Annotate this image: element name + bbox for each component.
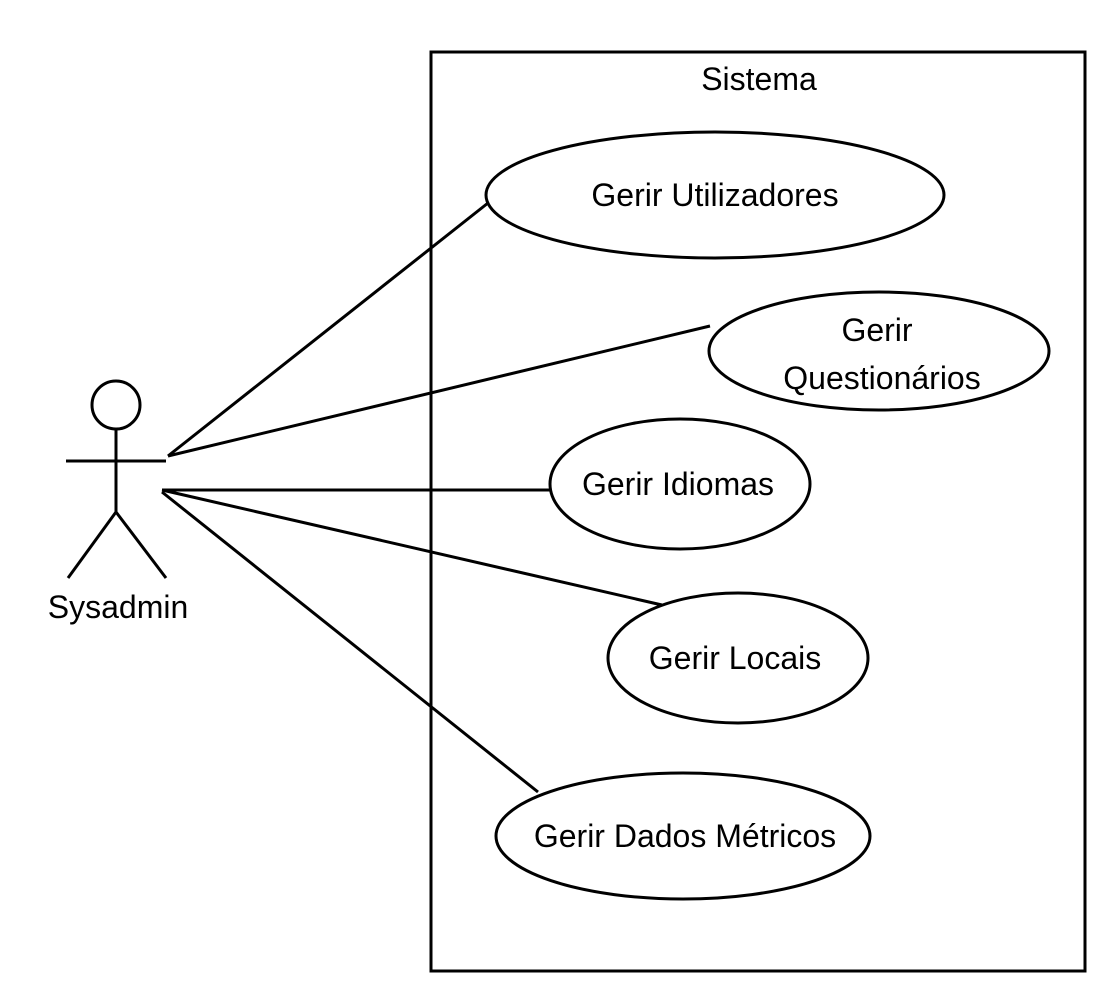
use-case-ellipse <box>484 130 946 260</box>
use-case-gerir-idiomas: Gerir Idiomas <box>548 417 812 551</box>
use-case-gerir-dados-metricos: Gerir Dados Métricos <box>494 771 872 901</box>
use-case-gerir-utilizadores: Gerir Utilizadores <box>484 130 946 260</box>
actor-right-leg <box>114 511 168 579</box>
use-case-ellipse <box>707 290 1051 412</box>
association-gerir-dados-metricos <box>161 490 539 794</box>
actor-head <box>90 379 142 431</box>
association-gerir-utilizadores <box>167 201 489 458</box>
use-case-ellipse <box>494 771 872 901</box>
association-gerir-questionarios <box>167 324 711 458</box>
use-case-gerir-questionarios: Gerir Questionários <box>707 290 1051 412</box>
use-case-label-line-1: Gerir <box>841 312 912 348</box>
association-gerir-locais <box>161 488 663 607</box>
associations <box>161 201 711 794</box>
use-case-gerir-locais: Gerir Locais <box>606 591 870 725</box>
system-title: Sistema <box>701 61 817 97</box>
system-boundary <box>429 50 1087 973</box>
use-case-label: Gerir Dados Métricos <box>534 818 836 854</box>
actor-label: Sysadmin <box>48 589 189 625</box>
use-case-label: Gerir Utilizadores <box>591 177 838 213</box>
actor-left-leg <box>66 511 118 579</box>
use-case-ellipse <box>606 591 870 725</box>
use-case-label: Gerir Locais <box>649 640 822 676</box>
use-case-label: Gerir Idiomas <box>582 466 774 502</box>
actor-sysadmin: Sysadmin <box>48 379 189 625</box>
use-case-label-line-2: Questionários <box>783 360 980 396</box>
use-case-ellipse <box>548 417 812 551</box>
